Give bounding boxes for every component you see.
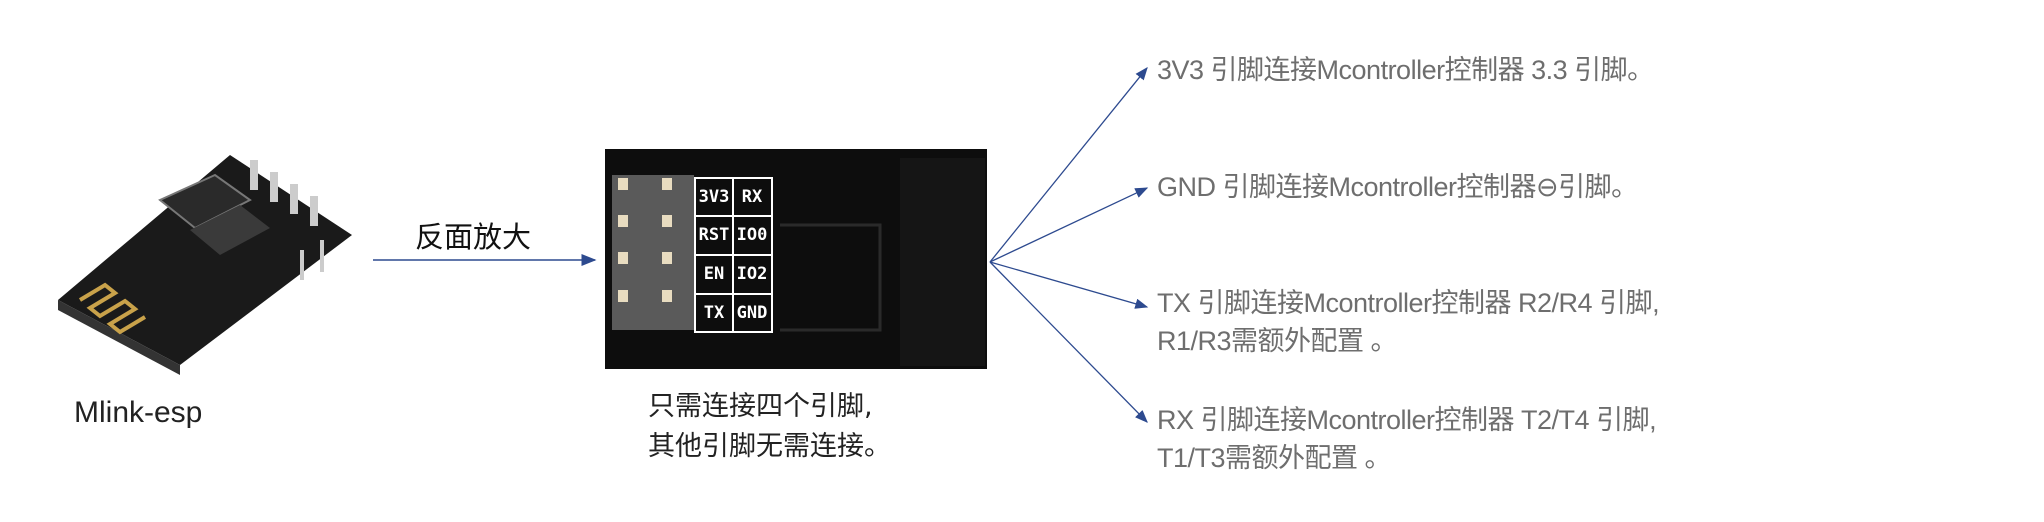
pin-label: IO0 (736, 225, 768, 245)
pin-label: RST (698, 225, 730, 245)
pin-label: GND (736, 303, 768, 323)
module-label: Mlink-esp (74, 396, 203, 429)
caption-line: 其他引脚无需连接。 (648, 431, 891, 462)
enlarge-label: 反面放大 (415, 220, 532, 254)
arrow-tx (989, 261, 1149, 309)
note-rx-extra: T1/T3需额外配置 。 (1157, 443, 1392, 473)
note-gnd: GND 引脚连接Mcontroller控制器⊖引脚。 (1157, 172, 1638, 202)
note-tx-extra: R1/R3需额外配置 。 (1157, 326, 1398, 356)
pin-label: TX (703, 303, 725, 323)
pin-label: IO2 (736, 264, 768, 284)
esp-module-front-image (58, 155, 352, 375)
note-3v3: 3V3 引脚连接Mcontroller控制器 3.3 引脚。 (1157, 55, 1654, 85)
note-tx: TX 引脚连接Mcontroller控制器 R2/R4 引脚, (1157, 288, 1660, 318)
note-rx: RX 引脚连接Mcontroller控制器 T2/T4 引脚, (1157, 405, 1657, 435)
caption-line: 只需连接四个引脚, (648, 391, 873, 422)
arrow-rx (989, 261, 1148, 423)
arrow-3v3 (989, 66, 1148, 263)
pin-label: 3V3 (698, 187, 730, 207)
arrow-gnd (989, 187, 1149, 263)
pin-label: RX (741, 187, 763, 207)
esp-board-back-image (605, 149, 987, 369)
pin-label: EN (703, 264, 725, 284)
